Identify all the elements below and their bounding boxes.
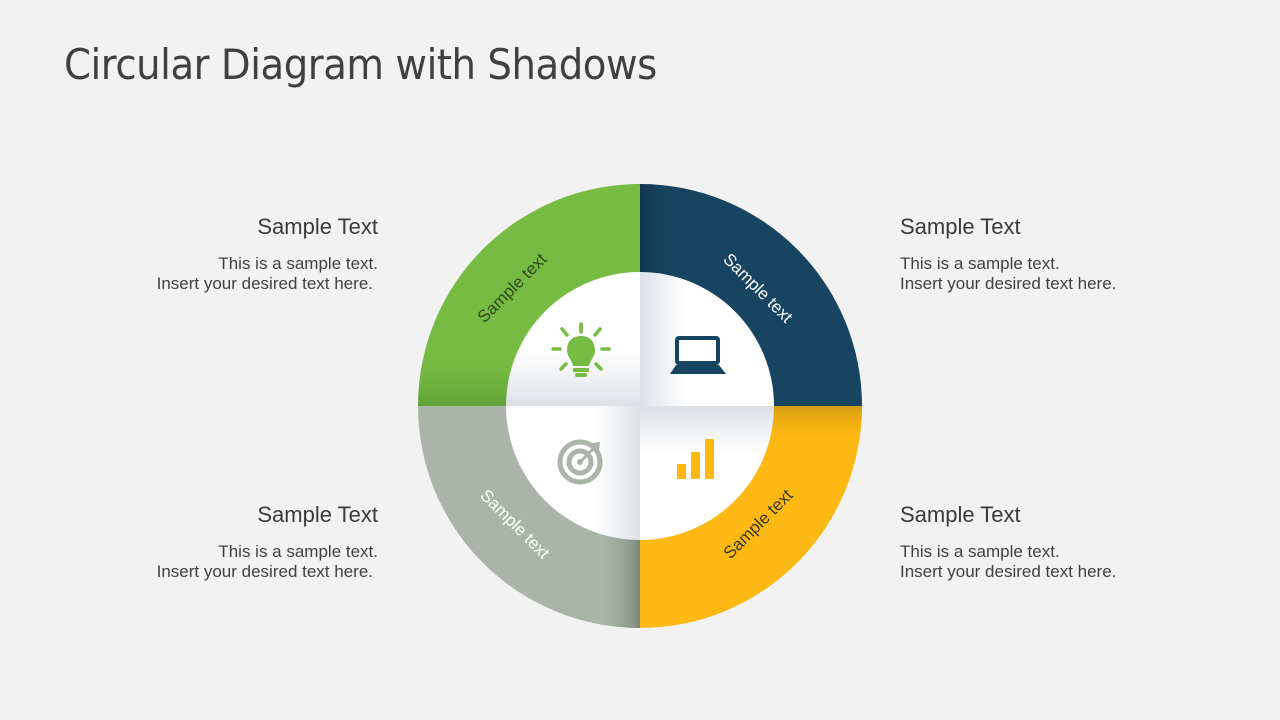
block-line-2: Insert your desired text here. <box>156 562 373 581</box>
target-icon <box>557 439 603 485</box>
block-heading: Sample Text <box>257 502 378 527</box>
block-line-2: Insert your desired text here. <box>900 562 1117 581</box>
block-line-1: This is a sample text. <box>218 542 378 561</box>
block-heading: Sample Text <box>900 214 1021 239</box>
laptop-icon <box>670 336 726 374</box>
text-block-bottom-left: Sample Text This is a sample text. Inser… <box>58 502 378 582</box>
block-heading: Sample Text <box>257 214 378 239</box>
lightbulb-icon <box>551 322 611 377</box>
text-block-top-left: Sample Text This is a sample text. Inser… <box>58 214 378 294</box>
center-circle <box>506 272 774 540</box>
bar-chart-icon <box>677 439 714 479</box>
slide-title: Circular Diagram with Shadows <box>64 40 657 89</box>
block-line-2: Insert your desired text here. <box>156 274 373 293</box>
text-block-bottom-right: Sample Text This is a sample text. Inser… <box>900 502 1220 582</box>
block-line-2: Insert your desired text here. <box>900 274 1117 293</box>
block-heading: Sample Text <box>900 502 1021 527</box>
block-line-1: This is a sample text. <box>900 254 1060 273</box>
text-block-top-right: Sample Text This is a sample text. Inser… <box>900 214 1220 294</box>
block-line-1: This is a sample text. <box>218 254 378 273</box>
block-line-1: This is a sample text. <box>900 542 1060 561</box>
